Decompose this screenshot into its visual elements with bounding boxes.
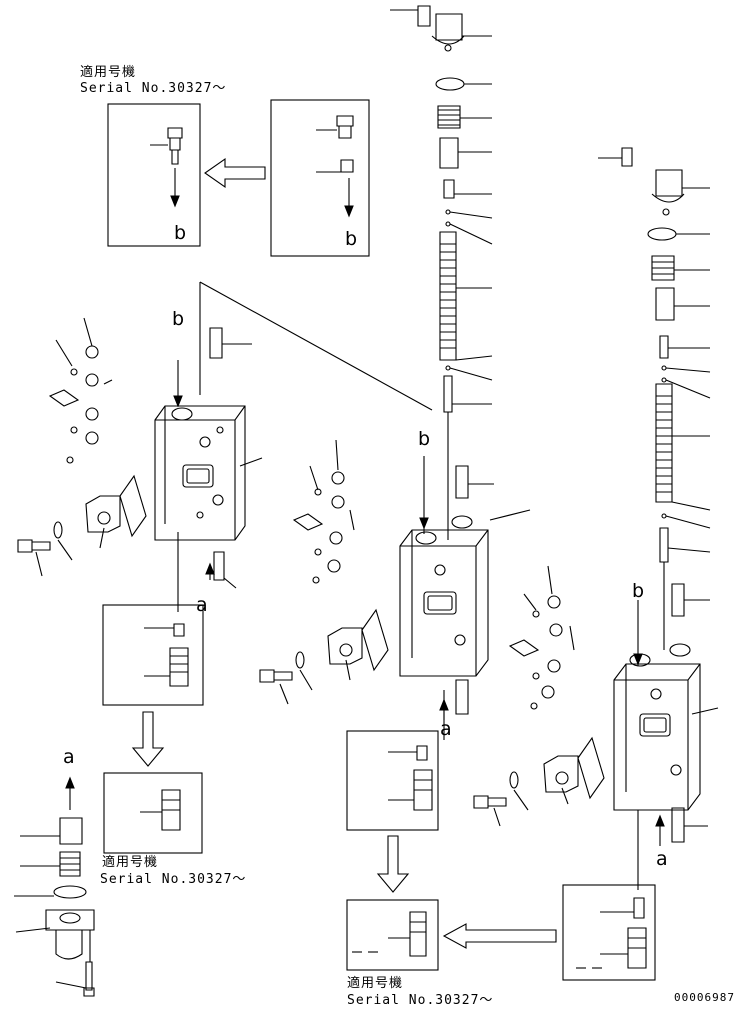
serial-label-center: Serial No.30327～	[347, 993, 494, 1008]
callout-b-center-valve: b	[418, 428, 431, 450]
inset-top-left	[107, 99, 370, 257]
applicable-label-left: 適用号機	[102, 855, 159, 870]
bottom-left-stack	[14, 776, 95, 997]
right-valve-section	[473, 565, 719, 890]
inset-left-lower	[102, 604, 204, 854]
top-center-stack	[390, 5, 493, 540]
callout-a-center-valve: a	[440, 718, 452, 740]
inset-right-lower	[562, 884, 656, 981]
applicable-label-center: 適用号機	[347, 976, 404, 991]
applicable-label-top: 適用号機	[80, 65, 137, 80]
inset-center-lower	[346, 730, 439, 971]
callout-b-right-valve: b	[632, 580, 645, 602]
right-top-stack	[598, 147, 711, 650]
arrow-left-lower	[442, 923, 557, 949]
left-valve-section	[17, 317, 263, 612]
center-valve-section	[259, 439, 531, 740]
callout-a-right-valve: a	[656, 848, 668, 870]
callout-a-left-valve: a	[196, 594, 208, 616]
serial-label-top: Serial No.30327～	[80, 81, 227, 96]
drawing-number: 00006987	[674, 991, 735, 1004]
serial-label-left: Serial No.30327～	[100, 872, 247, 887]
callout-b-top-left: b	[174, 222, 187, 244]
callout-b-left-valve: b	[172, 308, 185, 330]
callout-a-bottom-left: a	[63, 746, 75, 768]
callout-b-top-right: b	[345, 228, 358, 250]
